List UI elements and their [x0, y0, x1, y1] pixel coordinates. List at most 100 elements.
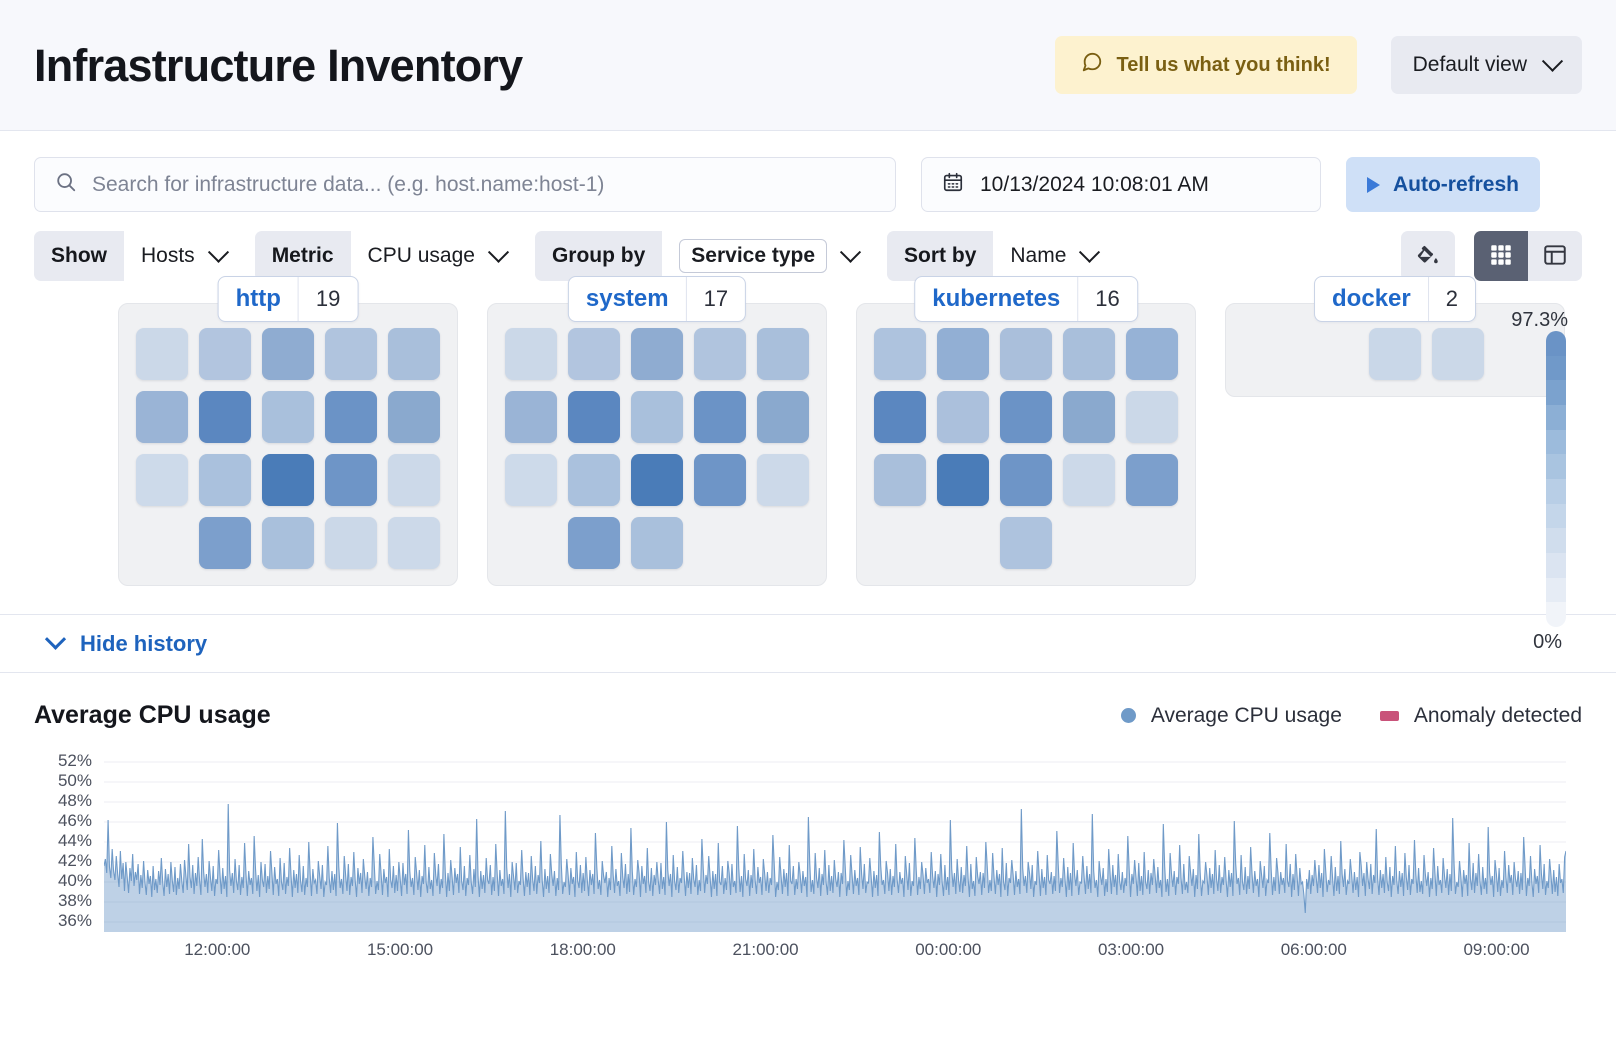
host-cell[interactable] [937, 328, 989, 380]
host-cell[interactable] [937, 454, 989, 506]
chart-area-fill [104, 804, 1566, 932]
host-cell[interactable] [388, 517, 440, 569]
host-cell[interactable] [199, 328, 251, 380]
control-sort-by-label: Sort by [887, 231, 994, 281]
view-selector-button[interactable]: Default view [1390, 36, 1582, 94]
grid-view-button[interactable] [1474, 231, 1528, 281]
host-cell[interactable] [757, 328, 809, 380]
control-metric[interactable]: Metric CPU usage [254, 231, 523, 281]
host-cell[interactable] [874, 454, 926, 506]
x-axis-tick: 00:00:00 [915, 940, 982, 959]
host-cell[interactable] [1000, 328, 1052, 380]
host-cell[interactable] [262, 454, 314, 506]
host-cell[interactable] [1063, 328, 1115, 380]
host-cell[interactable] [388, 391, 440, 443]
x-axis-tick: 12:00:00 [184, 940, 251, 959]
empty-cell [1243, 328, 1295, 380]
group-name[interactable]: system [585, 285, 669, 312]
host-cell[interactable] [937, 391, 989, 443]
search-input[interactable]: Search for infrastructure data... (e.g. … [34, 157, 896, 212]
group-name[interactable]: http [235, 285, 281, 312]
host-cell[interactable] [136, 454, 188, 506]
host-cell[interactable] [1063, 391, 1115, 443]
host-cell[interactable] [388, 328, 440, 380]
host-cell[interactable] [325, 391, 377, 443]
history-toggle-row[interactable]: Hide history [0, 615, 1616, 673]
host-cell[interactable] [874, 328, 926, 380]
color-fill-icon-button[interactable] [1401, 231, 1455, 281]
host-cell[interactable] [694, 328, 746, 380]
legend-step [1546, 405, 1566, 430]
host-cell[interactable] [262, 328, 314, 380]
group-name[interactable]: docker [1332, 285, 1411, 312]
table-view-button[interactable] [1528, 231, 1582, 281]
host-cell[interactable] [631, 517, 683, 569]
date-picker-value: 10/13/2024 10:08:01 AM [980, 172, 1209, 196]
host-cell[interactable] [199, 454, 251, 506]
host-cell[interactable] [568, 391, 620, 443]
host-cell[interactable] [388, 454, 440, 506]
host-cell[interactable] [757, 454, 809, 506]
host-cell[interactable] [1126, 454, 1178, 506]
control-show-value[interactable]: Hosts [124, 231, 243, 281]
host-cell[interactable] [1000, 391, 1052, 443]
control-group-by[interactable]: Group by Service type [534, 231, 876, 281]
control-group-by-value[interactable]: Service type [662, 231, 876, 281]
legend-min-value: 0% [1533, 631, 1562, 653]
host-cell[interactable] [136, 328, 188, 380]
date-picker[interactable]: 10/13/2024 10:08:01 AM [921, 157, 1321, 212]
host-cell[interactable] [568, 454, 620, 506]
control-sort-by-value[interactable]: Name [993, 231, 1115, 281]
host-cell[interactable] [1126, 328, 1178, 380]
host-cell[interactable] [631, 454, 683, 506]
host-cell[interactable] [262, 517, 314, 569]
control-metric-value[interactable]: CPU usage [350, 231, 523, 281]
host-cell[interactable] [1369, 328, 1421, 380]
host-cell[interactable] [1063, 454, 1115, 506]
host-cell[interactable] [325, 454, 377, 506]
host-cell[interactable] [505, 391, 557, 443]
host-cell[interactable] [1000, 517, 1052, 569]
legend-square-icon [1379, 710, 1399, 721]
host-cell[interactable] [694, 391, 746, 443]
toolbar: Search for infrastructure data... (e.g. … [0, 131, 1616, 281]
control-show[interactable]: Show Hosts [34, 231, 243, 281]
host-cell[interactable] [874, 391, 926, 443]
host-cell[interactable] [262, 391, 314, 443]
host-cell[interactable] [325, 328, 377, 380]
control-sort-by[interactable]: Sort by Name [887, 231, 1115, 281]
feedback-button[interactable]: Tell us what you think! [1054, 36, 1357, 94]
legend-step [1546, 454, 1566, 480]
host-cell[interactable] [199, 391, 251, 443]
legend-gradient [1546, 331, 1566, 627]
host-cell[interactable] [325, 517, 377, 569]
legend-max-value: 97.3% [1511, 309, 1568, 331]
host-cell[interactable] [136, 391, 188, 443]
host-cell[interactable] [505, 328, 557, 380]
host-cell[interactable] [757, 391, 809, 443]
host-cell[interactable] [1432, 328, 1484, 380]
host-cell[interactable] [1126, 391, 1178, 443]
hide-history-label: Hide history [80, 630, 208, 656]
chart-plot-area[interactable] [104, 752, 1566, 932]
group-name[interactable]: kubernetes [932, 285, 1061, 312]
host-cell[interactable] [631, 391, 683, 443]
host-cell[interactable] [568, 517, 620, 569]
host-cell[interactable] [505, 454, 557, 506]
auto-refresh-button[interactable]: Auto-refresh [1346, 157, 1540, 212]
host-cell[interactable] [1000, 454, 1052, 506]
empty-cell [1063, 517, 1115, 569]
chart-legend: Average CPU usage Anomaly detected [1120, 704, 1582, 728]
host-cell[interactable] [694, 454, 746, 506]
empty-cell [694, 517, 746, 569]
legend-step [1546, 331, 1566, 356]
host-cell[interactable] [568, 328, 620, 380]
host-cell[interactable] [199, 517, 251, 569]
waffle-grid [874, 328, 1178, 569]
host-cell[interactable] [631, 328, 683, 380]
